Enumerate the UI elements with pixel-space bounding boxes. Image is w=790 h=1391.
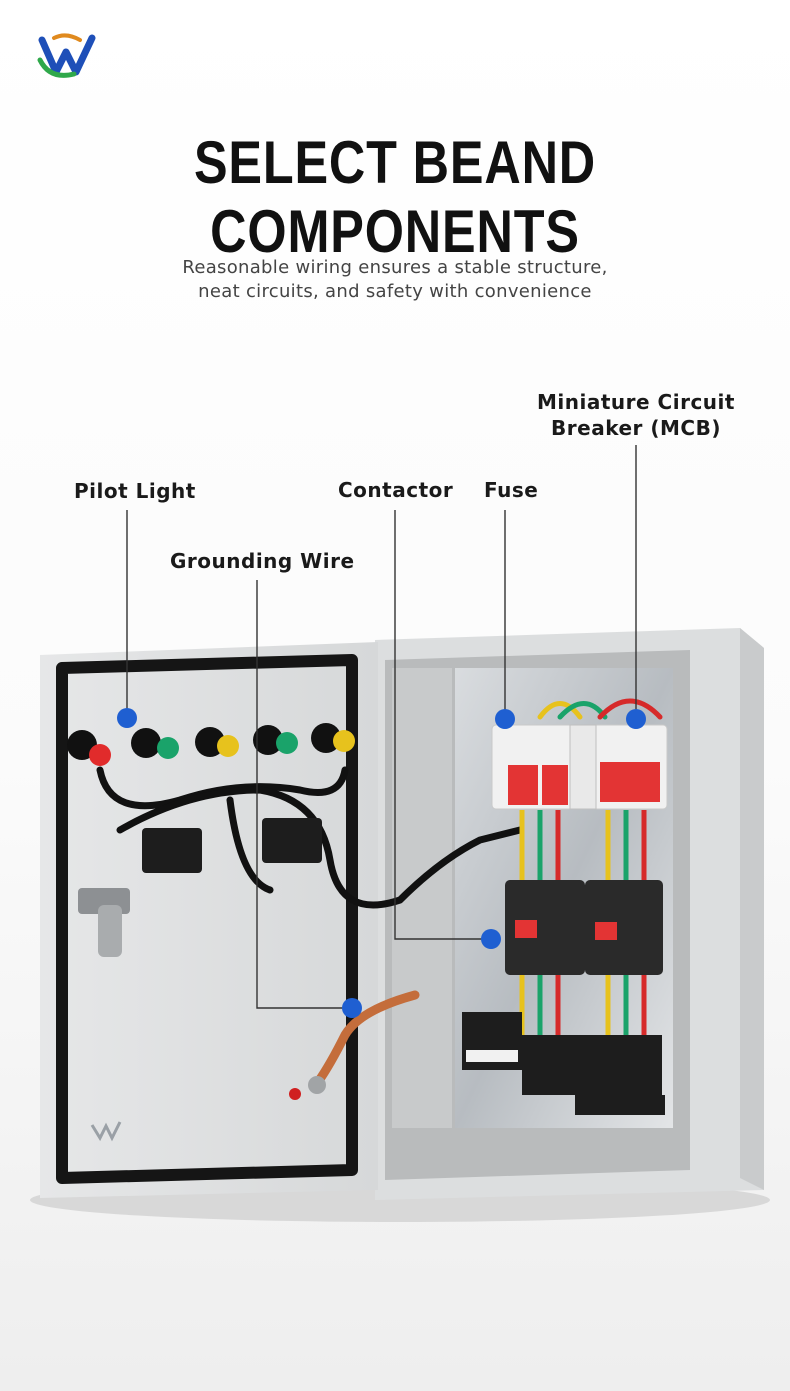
door-wire-harness [96,766,524,909]
terminal-tag [466,1050,518,1062]
door-gasket [56,654,358,1184]
subtitle-line-2: neat circuits, and safety with convenien… [198,281,592,302]
phase-wires [519,810,647,1040]
callout-markers [117,708,646,1018]
fuse-marker [495,709,515,729]
contactor-leader [394,510,491,940]
grounding-wire-label: Grounding Wire [170,549,355,573]
mcb-label-line-2: Breaker (MCB) [551,416,721,440]
callout-leaders [126,445,637,1009]
cabinet-door [40,642,378,1198]
contactors [505,880,663,975]
pilot-light-row [67,723,355,766]
page-subtitle: Reasonable wiring ensures a stable struc… [0,256,790,304]
grounding-wire-leader [256,580,352,1009]
door-relays [142,818,322,873]
mcb-marker [626,709,646,729]
pilot-light-marker [117,708,137,728]
fuse-label: Fuse [484,478,539,502]
mcb-label-line-1: Miniature Circuit [537,390,735,414]
grounding-wire [313,990,420,1087]
brand-logo [37,33,96,78]
mcb-label: Miniature Circuit Breaker (MCB) [536,389,736,441]
fuse-holders [569,724,597,810]
subtitle-line-1: Reasonable wiring ensures a stable struc… [182,257,608,278]
page-title: SELECT BEAND COMPONENTS [193,129,597,265]
pilot-light-label: Pilot Light [74,479,196,503]
contactor-marker [481,929,501,949]
grounding-wire-marker [342,998,362,1018]
busbar-wires [537,698,663,720]
earth-symbol [289,1088,301,1100]
contactor-label: Contactor [338,478,454,502]
